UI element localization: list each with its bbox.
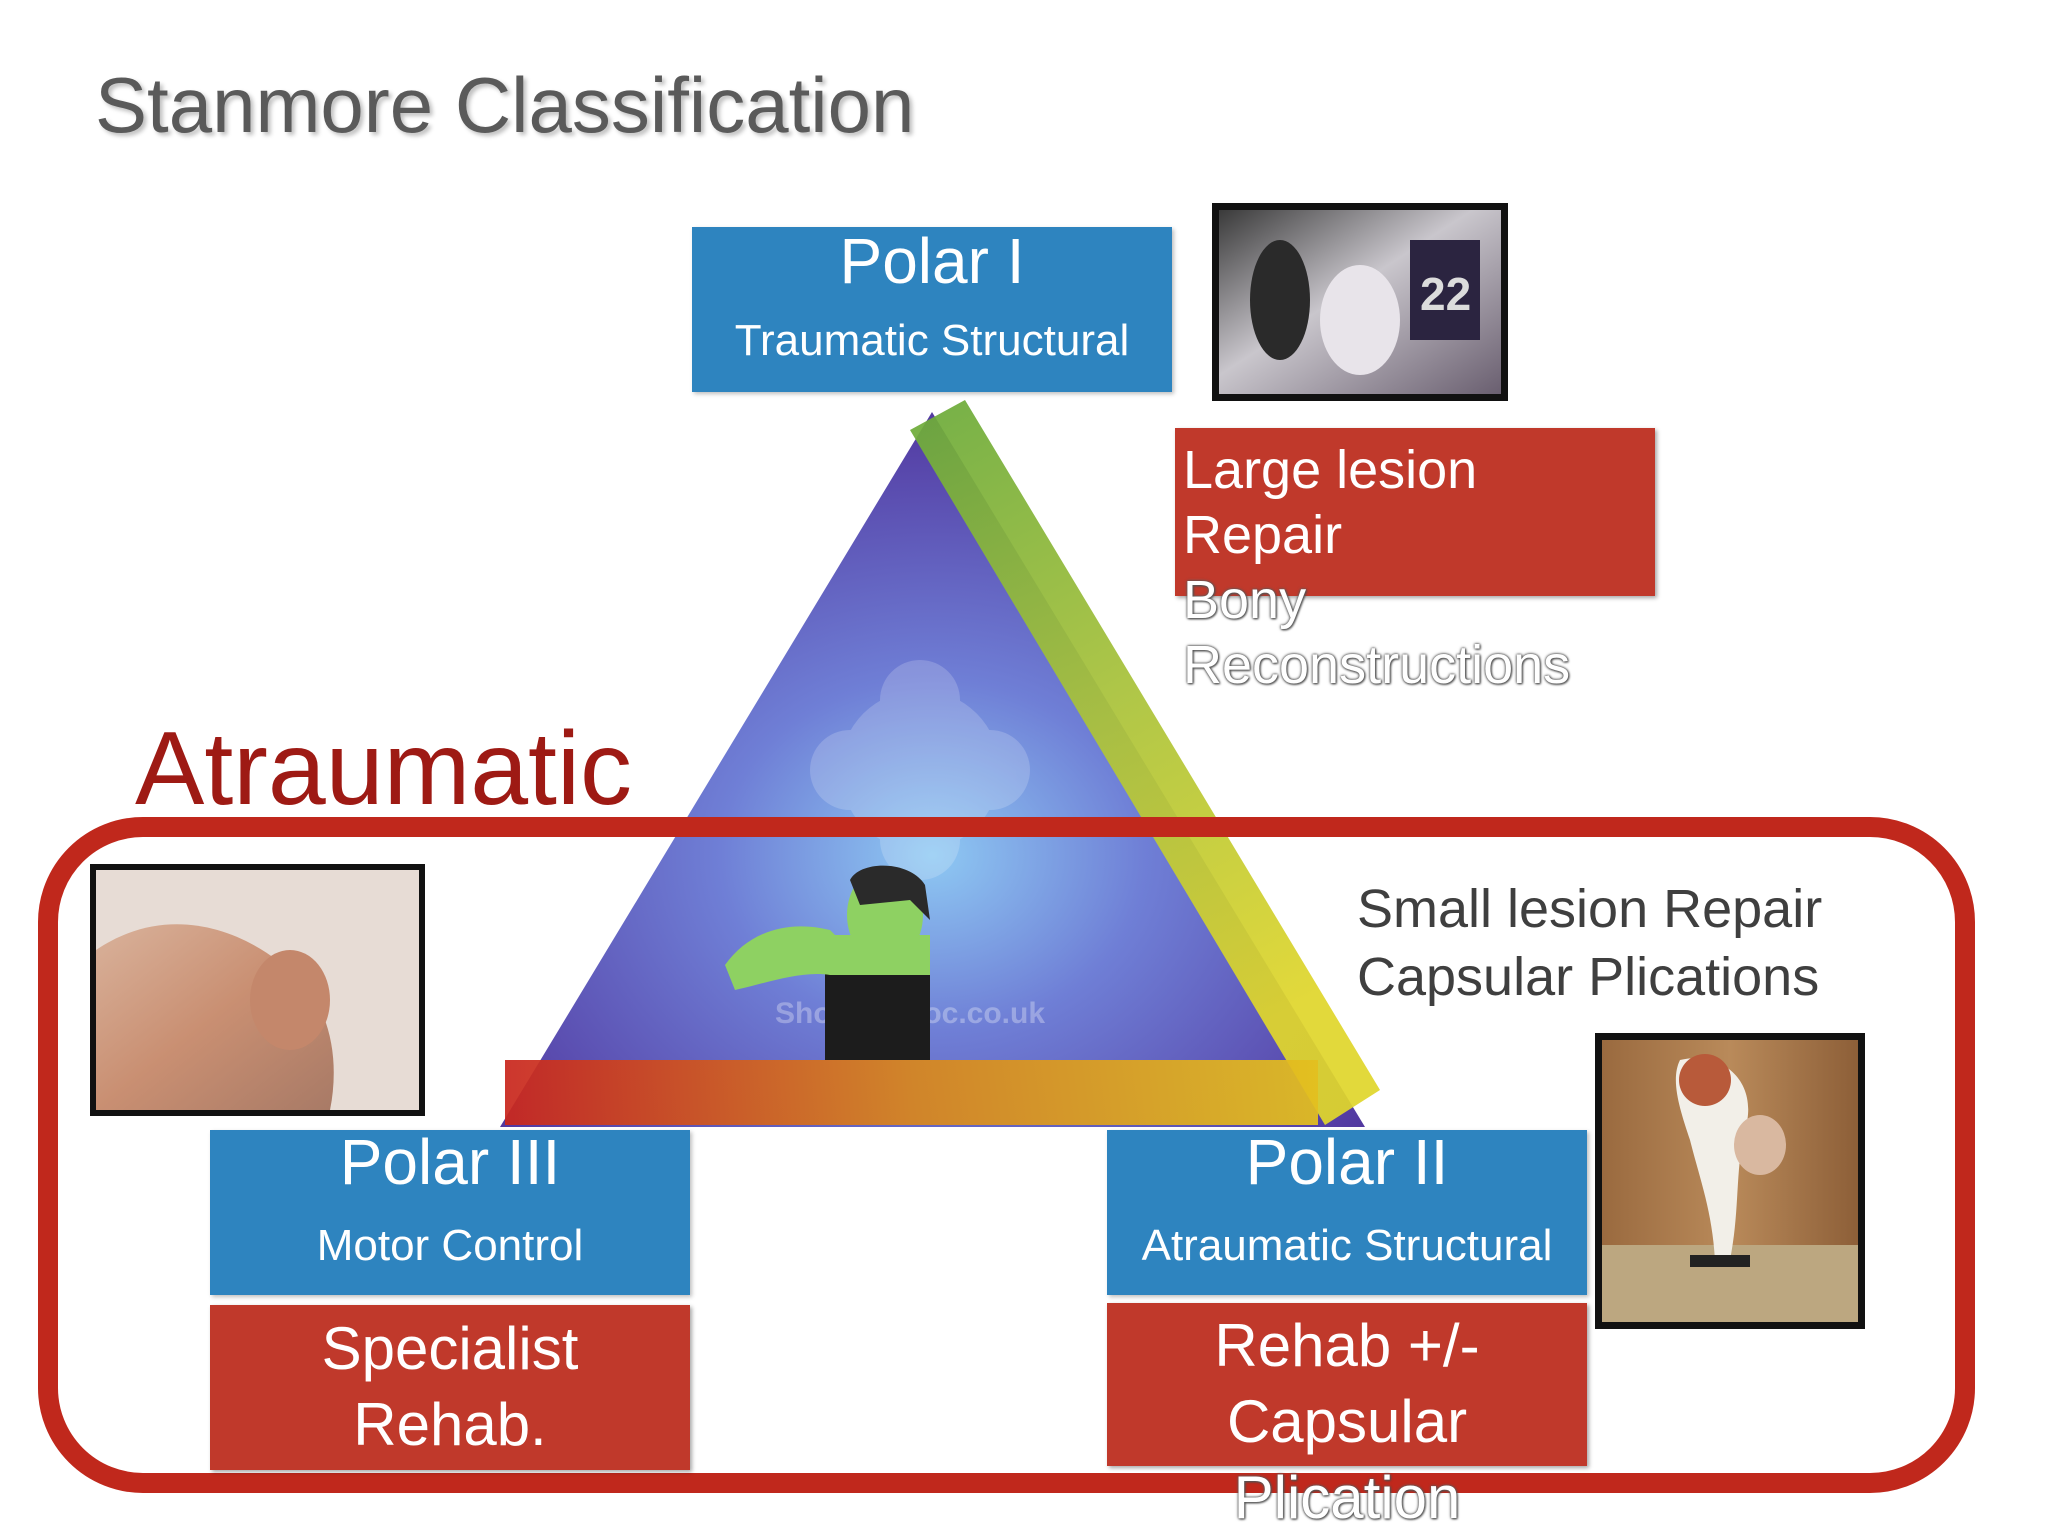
polar-1-treatment-line: Bony [1183,570,1307,630]
polar-1-treatment-line: Reconstructions [1183,635,1571,695]
atraumatic-label: Atraumatic [135,711,633,827]
motor-control-figure [725,865,930,1060]
polar-2-treatment-line: Capsular [1226,1388,1468,1455]
slide-title: Stanmore Classification [95,61,915,149]
polar-1-treatment-box [1175,428,1655,596]
polar-triangle [500,412,1365,1127]
polar-2-note-line: Capsular Plications [1357,947,1820,1007]
svg-text:22: 22 [1420,268,1471,320]
polar-2-subtitle: Atraumatic Structural [1141,1221,1553,1270]
polar-3-subtitle: Motor Control [316,1221,584,1270]
polar-1-box: Polar I Traumatic Structural [692,227,1172,392]
polar-3-treatment-box: Specialist Rehab. [210,1305,690,1470]
polar-3-treatment-line: Rehab. [353,1391,547,1458]
right-band [910,400,1380,1125]
polar-1-treatment-text: Large lesion Repair Bony Reconstructions [1183,438,1570,698]
rugby-photo: 22 [1212,203,1508,401]
shoulder-photo [90,864,425,1116]
bottom-band [505,1060,1318,1125]
polar-2-notes: Small lesion Repair Capsular Plications [1357,875,1822,1011]
atraumatic-outline [38,817,1975,1493]
polar-2-treatment-text: Rehab +/- Capsular Plication [1107,1308,1587,1536]
polar-2-heading: Polar II [1245,1126,1449,1198]
polar-3-heading: Polar III [339,1126,561,1198]
contortion-photo [1595,1033,1865,1329]
polar-2-treatment-line: Plication [1233,1464,1461,1531]
polar-3-box: Polar III Motor Control [210,1130,690,1295]
polar-2-treatment-line: Rehab +/- [1214,1312,1480,1379]
polar-3-treatment-line: Specialist [321,1315,579,1382]
polar-2-treatment-box [1107,1303,1587,1466]
polar-2-box: Polar II Atraumatic Structural [1107,1130,1587,1295]
polar-2-note-line: Small lesion Repair [1357,879,1823,939]
polar-1-treatment-line: Repair [1183,505,1343,565]
polar-1-treatment-line: Large lesion [1183,440,1478,500]
polar-1-subtitle: Traumatic Structural [734,316,1130,365]
polar-1-heading: Polar I [839,225,1025,297]
